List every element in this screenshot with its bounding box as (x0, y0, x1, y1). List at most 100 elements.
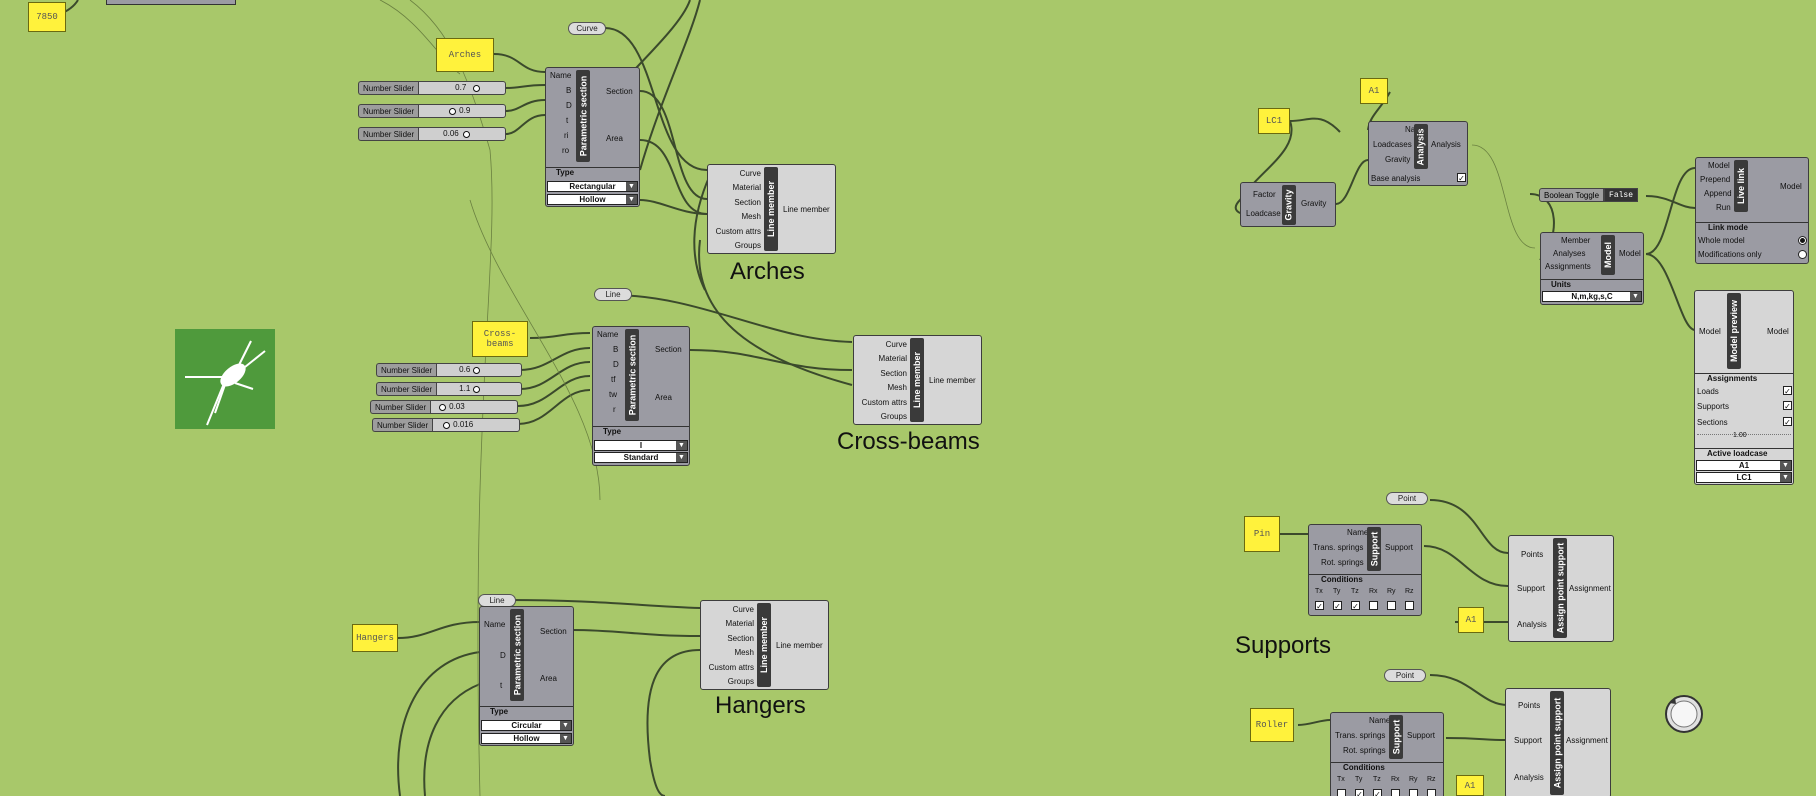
dof-checkbox-tz[interactable]: ✓ (1373, 789, 1382, 796)
type-dropdown-2[interactable]: Hollow▼ (547, 194, 638, 205)
slider-knob[interactable] (473, 386, 481, 393)
units-dropdown[interactable]: N,m,kg,s,C▼ (1542, 291, 1642, 302)
slider-track[interactable]: 1.1 (436, 382, 522, 396)
dropdown-arrow-icon: ▼ (1780, 461, 1791, 470)
model-preview-component[interactable]: Model Model preview Model Assignments Lo… (1694, 290, 1794, 485)
dof-checkbox-ry[interactable] (1409, 789, 1418, 796)
input-run: Run (1716, 203, 1731, 212)
line-member-arches[interactable]: Curve Material Section Mesh Custom attrs… (707, 164, 836, 254)
sections-checkbox[interactable]: ✓ (1783, 417, 1792, 427)
slider-track[interactable]: 0.016 (432, 418, 520, 432)
loadcase-dropdown-2[interactable]: LC1▼ (1696, 472, 1792, 483)
support-component-pin[interactable]: Name Trans. springs Rot. springs Support… (1308, 524, 1422, 616)
panel-lc1[interactable]: LC1 (1258, 108, 1290, 134)
wire (571, 629, 701, 637)
analysis-component[interactable]: Name Loadcases Gravity Analysis Analysis… (1368, 121, 1468, 186)
panel-7850[interactable]: 7850 (28, 2, 66, 32)
dof-checkbox-rz[interactable] (1405, 601, 1414, 610)
curve-param[interactable]: Curve (568, 22, 606, 35)
parametric-section-hangers[interactable]: Name D t Parametric section Section Area… (479, 606, 574, 746)
assign-point-support-1[interactable]: Points Support Analysis Assign point sup… (1508, 535, 1614, 642)
panel-a1-mid[interactable]: A1 (1458, 607, 1484, 633)
slider-knob[interactable] (473, 367, 481, 374)
slider-track[interactable]: 0.7 (418, 81, 506, 95)
dof-checkbox-ty[interactable]: ✓ (1355, 789, 1364, 796)
type-dropdown-1[interactable]: Rectangular▼ (547, 181, 638, 192)
parametric-section-cross-beams[interactable]: Name B D tf tw r Parametric section Sect… (592, 326, 690, 466)
dof-checkbox-rx[interactable] (1369, 601, 1378, 610)
slider-knob[interactable] (439, 404, 447, 411)
slider-value: 1.1 (459, 384, 471, 393)
output-line-member: Line member (776, 641, 823, 650)
scale-slider-track[interactable] (1697, 434, 1791, 435)
line-param-1[interactable]: Line (594, 288, 632, 301)
panel-hangers[interactable]: Hangers (352, 624, 398, 652)
dof-label-ry: Ry (1387, 588, 1396, 595)
slider-track[interactable]: 0.9 (418, 104, 506, 118)
input-rot-springs: Rot. springs (1321, 558, 1364, 567)
loadcase-dropdown-1[interactable]: A1▼ (1696, 460, 1792, 471)
dof-checkbox-tz[interactable]: ✓ (1351, 601, 1360, 611)
panel-cross-beams[interactable]: Cross- beams (472, 321, 528, 357)
slider-knob[interactable] (473, 85, 481, 92)
panel-arches[interactable]: Arches (436, 38, 494, 72)
type-dropdown-1[interactable]: Circular▼ (481, 720, 572, 731)
component-title: Parametric section (625, 329, 639, 421)
slider-track[interactable]: 0.6 (436, 363, 522, 377)
wire (519, 361, 591, 390)
panel-a1-top[interactable]: A1 (1360, 78, 1388, 104)
dof-checkbox-tx[interactable]: ✓ (1315, 601, 1324, 611)
gravity-component[interactable]: Factor Loadcase Gravity Gravity (1240, 182, 1336, 227)
point-param-2[interactable]: Point (1384, 669, 1426, 682)
wire (639, 139, 708, 215)
radio-icon[interactable] (1798, 250, 1807, 259)
supports-checkbox[interactable]: ✓ (1783, 401, 1792, 411)
model-component[interactable]: Member Analyses Assignments Model Model … (1540, 232, 1644, 305)
wire (505, 99, 546, 112)
slider-value: 0.9 (459, 106, 471, 115)
slider-knob[interactable] (443, 422, 451, 429)
component-stub[interactable] (106, 0, 236, 5)
point-param-1[interactable]: Point (1386, 492, 1428, 505)
type-dropdown-2[interactable]: Standard▼ (594, 452, 688, 463)
dof-checkbox-ty[interactable]: ✓ (1333, 601, 1342, 611)
line-member-cross-beams[interactable]: Curve Material Section Mesh Custom attrs… (853, 335, 982, 425)
type-dropdown-2[interactable]: Hollow▼ (481, 733, 572, 744)
dropdown-arrow-icon: ▼ (560, 721, 571, 730)
panel-roller[interactable]: Roller (1250, 708, 1294, 742)
type-dropdown-1[interactable]: I▼ (594, 440, 688, 451)
panel-a1-bot[interactable]: A1 (1456, 775, 1484, 796)
dof-checkbox-ry[interactable] (1387, 601, 1396, 610)
input-section: Section (727, 634, 754, 643)
parametric-section-arches[interactable]: Name B D t ri ro Parametric section Sect… (545, 67, 640, 207)
slider-track[interactable]: 0.03 (430, 400, 518, 414)
type-label: Type (480, 706, 573, 716)
assign-point-support-2[interactable]: Points Support Analysis Assign point sup… (1505, 688, 1611, 796)
input-tf: tf (611, 375, 616, 384)
panel-pin[interactable]: Pin (1244, 516, 1280, 552)
dof-checkbox-tx[interactable] (1337, 789, 1346, 796)
dof-checkbox-rx[interactable] (1391, 789, 1400, 796)
live-link-component[interactable]: Model Prepend Append Run Live link Model… (1695, 157, 1809, 264)
dof-checkbox-rz[interactable] (1427, 789, 1436, 796)
slider-track[interactable]: 0.06 (418, 127, 506, 141)
support-component-roller[interactable]: Name Trans. springs Rot. springs Support… (1330, 712, 1444, 796)
radio-icon[interactable] (1798, 236, 1807, 245)
toggle-value[interactable]: False (1604, 188, 1639, 202)
base-analysis-checkbox[interactable]: ✓ (1457, 173, 1466, 183)
loads-checkbox[interactable]: ✓ (1783, 386, 1792, 396)
slider-knob[interactable] (463, 131, 471, 138)
input-b: B (566, 86, 572, 95)
boolean-toggle[interactable]: Boolean Toggle False (1539, 188, 1639, 202)
line-member-hangers[interactable]: Curve Material Section Mesh Custom attrs… (700, 600, 829, 690)
navigation-dial-icon[interactable] (1663, 693, 1705, 735)
slider-knob[interactable] (449, 108, 457, 115)
